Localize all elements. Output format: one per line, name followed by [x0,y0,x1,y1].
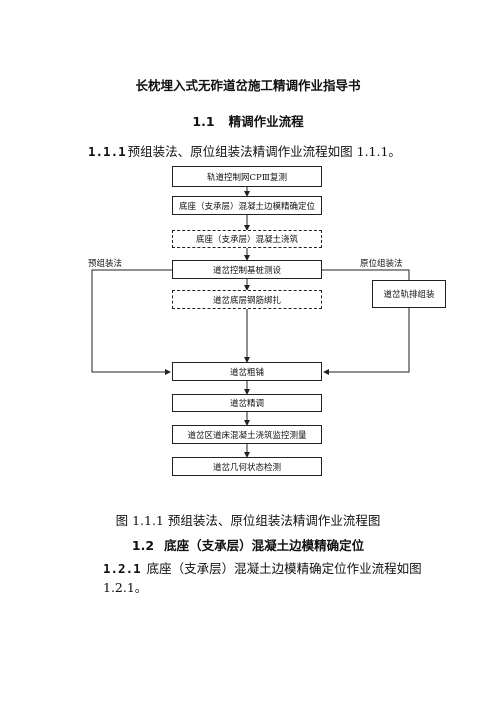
flow-step-4: 道岔控制基桩测设 [172,260,322,279]
flow-step-6: 道岔粗铺 [172,362,322,381]
section-title: 精调作业流程 [228,114,304,129]
paragraph-text: 预组装法、原位组装法精调作业流程如图 1.1.1。 [127,144,401,159]
section-title: 底座（支承层）混凝土边模精确定位 [164,538,365,553]
right-branch-line-top [322,269,410,280]
flow-step-2: 底座（支承层）混凝土边模精确定位 [172,196,322,215]
flow-step-9: 道岔几何状态检测 [172,457,322,476]
flow-step-8: 道岔区道床混凝土浇筑监控测量 [172,425,322,444]
left-branch-label: 预组装法 [88,259,123,269]
left-branch-line [91,269,172,375]
paragraph-1-2-1: 1.2.1 底座（支承层）混凝土边模精确定位作业流程如图 1.2.1。 [103,559,443,597]
figure-caption: 图 1.1.1 预组装法、原位组装法精调作业流程图 [115,513,381,528]
section-heading-1-1: 1.1 精调作业流程 [0,111,496,130]
section-heading-1-2: 1.2 底座（支承层）混凝土边模精确定位 [0,535,496,554]
paragraph-number: 1.1.1 [88,144,126,159]
document-title: 长枕埋入式无砟道岔施工精调作业指导书 [135,78,361,93]
flow-step-1: 轨道控制网CPⅢ复测 [172,166,322,187]
section-number: 1.2 [131,538,155,553]
flow-step-3: 底座（支承层）混凝土浇筑 [172,230,322,248]
paragraph-line-1: 1.2.1 底座（支承层）混凝土边模精确定位作业流程如图 [103,559,443,578]
flow-side-box: 道岔轨排组装 [372,280,446,308]
right-branch-label: 原位组装法 [360,259,403,269]
right-branch-line-bottom [323,308,410,375]
section-number: 1.1 [192,114,215,129]
paragraph-line-2: 1.2.1。 [103,580,148,595]
paragraph-text: 底座（支承层）混凝土边模精确定位作业流程如图 [146,561,422,576]
paragraph-number: 1.2.1 [103,561,141,576]
flow-step-5: 道岔底层钢筋绑扎 [172,290,322,309]
flow-step-7: 道岔精调 [172,394,322,412]
